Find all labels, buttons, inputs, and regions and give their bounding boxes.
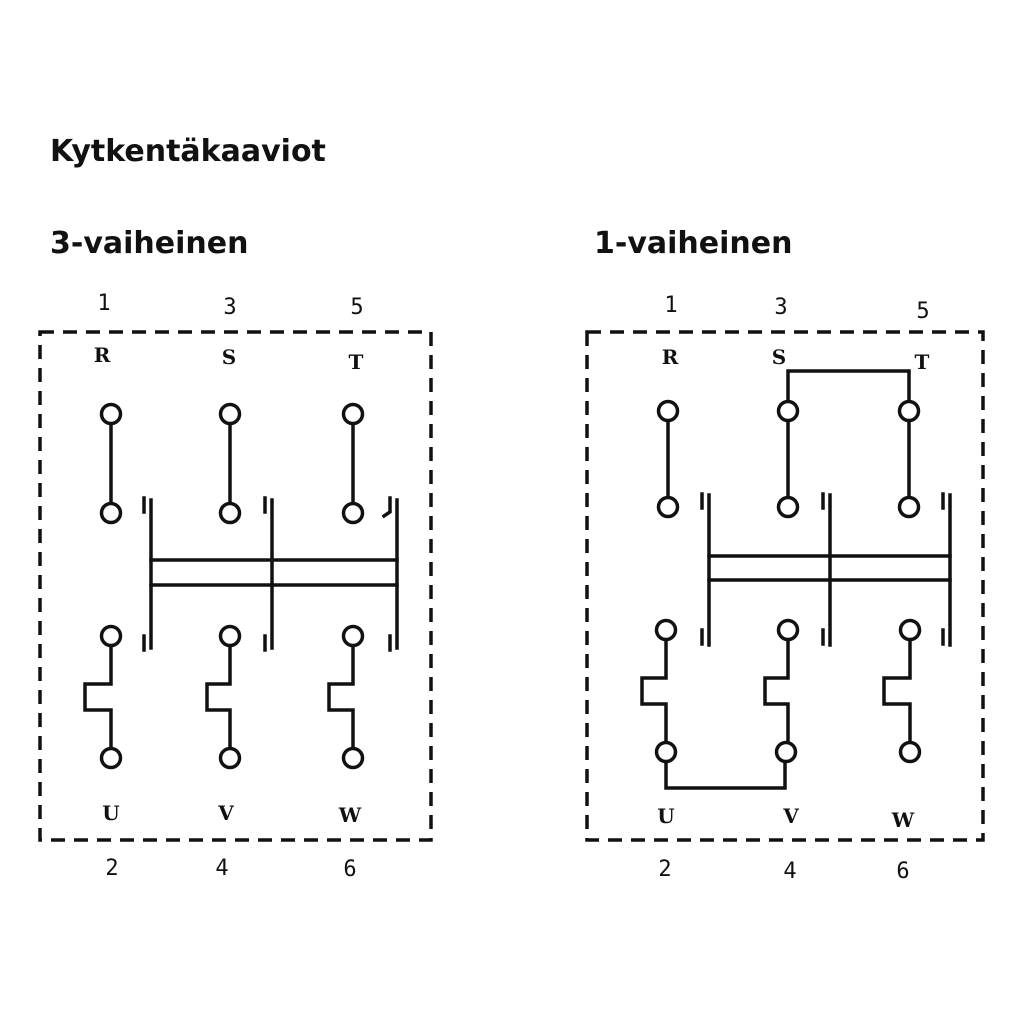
single-phase-top-number-1: 1	[664, 293, 677, 318]
three-phase-bottom-number-4: 4	[215, 856, 228, 881]
terminal-2-top	[654, 618, 678, 642]
terminal-5-bottom	[897, 495, 921, 519]
three-phase-bottom-number-6: 6	[343, 857, 356, 882]
terminal-1-top	[99, 402, 123, 426]
terminal-5-bottom	[341, 501, 365, 525]
terminal-3-bottom	[776, 495, 800, 519]
heater-2	[83, 644, 113, 750]
three-phase-label-t: T	[349, 350, 364, 374]
terminal-5-top	[897, 399, 921, 423]
single-phase-label-r: R	[662, 345, 679, 369]
three-phase-mechanism	[142, 496, 399, 652]
single-phase-label-t: T	[915, 350, 930, 374]
single-phase-diagram: 1 3 5 R S T	[585, 293, 985, 884]
three-phase-diagram: 1 3 5 R S T	[38, 291, 433, 882]
single-phase-bottom-number-6: 6	[896, 859, 909, 884]
single-phase-label-v: V	[782, 804, 799, 828]
three-phase-top-number-3: 3	[223, 295, 236, 320]
single-phase-bottom-number-2: 2	[658, 857, 671, 882]
single-phase-top-number-3: 3	[774, 295, 787, 320]
single-phase-label-w: W	[891, 808, 915, 832]
single-phase-heading: 1-vaiheinen	[594, 226, 793, 261]
terminal-4-top	[218, 624, 242, 648]
three-phase-top-number-5: 5	[350, 295, 363, 320]
heater-2	[640, 638, 668, 744]
terminal-4-bottom	[218, 746, 242, 770]
terminal-4-top	[776, 618, 800, 642]
heater-4	[763, 638, 790, 744]
single-phase-mechanism	[700, 492, 952, 647]
terminal-2-top	[99, 624, 123, 648]
terminal-6-bottom	[341, 746, 365, 770]
three-phase-label-s: S	[222, 345, 236, 369]
page-title: Kytkentäkaaviot	[50, 134, 326, 169]
three-phase-enclosure	[38, 330, 433, 842]
single-phase-enclosure	[585, 330, 985, 842]
heater-6	[327, 644, 355, 750]
three-phase-label-w: W	[338, 803, 362, 827]
terminal-4-bottom	[774, 740, 798, 764]
heater-4	[205, 644, 232, 750]
terminal-3-top	[776, 399, 800, 423]
terminal-3-top	[218, 402, 242, 426]
terminal-3-bottom	[218, 501, 242, 525]
heater-6	[882, 638, 912, 744]
terminal-2-bottom	[654, 740, 678, 764]
single-phase-label-u: U	[657, 804, 674, 828]
jumper-u-v	[664, 760, 787, 790]
terminal-1-bottom	[99, 501, 123, 525]
terminal-1-bottom	[656, 495, 680, 519]
terminal-6-bottom	[898, 740, 922, 764]
three-phase-heading: 3-vaiheinen	[50, 226, 249, 261]
three-phase-label-r: R	[94, 343, 111, 367]
terminal-6-top	[898, 618, 922, 642]
single-phase-top-number-5: 5	[916, 299, 929, 324]
three-phase-bottom-number-2: 2	[105, 856, 118, 881]
three-phase-top-number-1: 1	[97, 291, 110, 316]
terminal-2-bottom	[99, 746, 123, 770]
single-phase-label-s: S	[772, 345, 786, 369]
terminal-6-top	[341, 624, 365, 648]
single-phase-bottom-number-4: 4	[783, 859, 796, 884]
three-phase-label-u: U	[102, 801, 119, 825]
terminal-1-top	[656, 399, 680, 423]
jumper-s-t	[786, 369, 911, 403]
three-phase-label-v: V	[217, 801, 234, 825]
terminal-5-top	[341, 402, 365, 426]
